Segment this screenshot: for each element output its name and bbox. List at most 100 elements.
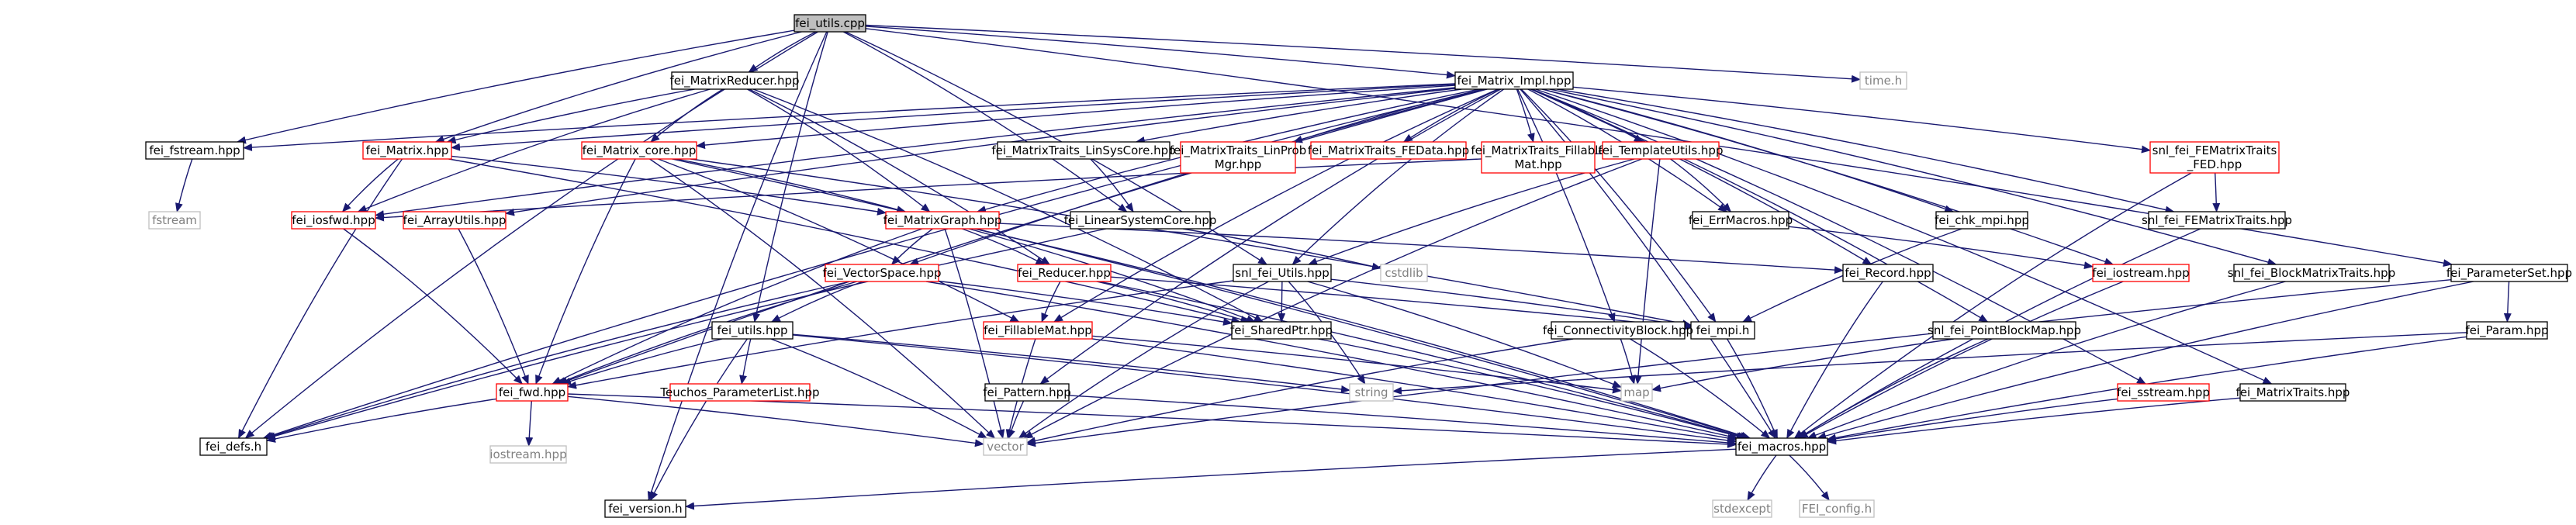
node-snl_fei_PointBlockMap_hpp[interactable]: snl_fei_PointBlockMap.hpp [1928,321,2081,340]
edge-fei_fwd_hpp-to-fei_defs_h [266,398,497,443]
node-fei_iosfwd_hpp[interactable]: fei_iosfwd.hpp [291,211,376,230]
node-label-string: string [1354,385,1388,399]
edge-fei_Matrix_Impl_hpp-to-fei_ArrayUtils_hpp [505,88,1456,216]
edge-fei_Matrix_core_hpp-to-fei_FillableMat_hpp [658,158,1020,323]
node-snl_fei_BlockMatrixTraits_hpp[interactable]: snl_fei_BlockMatrixTraits.hpp [2228,264,2395,282]
node-fei_VectorSpace_hpp[interactable]: fei_VectorSpace.hpp [822,264,942,282]
edge-fei_Matrix_Impl_hpp-to-fei_Record_hpp [1530,88,1872,265]
edge-fei_Matrix_Impl_hpp-to-fei_iosfwd_hpp [375,87,1456,219]
node-fei_mpi_h[interactable]: fei_mpi.h [1690,321,1755,340]
node-box-snl_fei_FEMatrixTraits_hpp [2148,211,2286,230]
node-fei_ErrMacros_hpp[interactable]: fei_ErrMacros.hpp [1689,211,1793,230]
node-box-fei_FillableMat_hpp [983,321,1093,340]
edge-fei_Reducer_hpp-to-fei_macros_hpp [1099,281,1748,440]
node-label-fei_Reducer_hpp: fei_Reducer.hpp [1018,266,1111,281]
node-label-snl_fei_PointBlockMap_hpp: snl_fei_PointBlockMap.hpp [1928,323,2081,338]
node-label-iostream_hpp: iostream.hpp [489,447,566,461]
node-Teuchos_ParameterList_hpp[interactable]: Teuchos_ParameterList.hpp [659,383,820,402]
node-fei_MatrixTraits_hpp[interactable]: fei_MatrixTraits.hpp [2236,383,2350,402]
node-fei_chk_mpi_hpp[interactable]: fei_chk_mpi.hpp [1935,211,2029,230]
node-label-fei_MatrixGraph_hpp: fei_MatrixGraph.hpp [883,213,1002,228]
node-box-fei_ArrayUtils_hpp [403,211,507,230]
node-fei_Param_hpp[interactable]: fei_Param.hpp [2465,321,2549,340]
edge-fei_Matrix_core_hpp-to-fei_MatrixGraph_hpp [676,158,907,213]
edge-fei_Matrix_Impl_hpp-to-fei_MatrixTraits_FEData_hpp [1402,88,1499,143]
node-fei_Reducer_hpp[interactable]: fei_Reducer.hpp [1017,264,1112,282]
edge-fei_MatrixReducer_hpp-to-fei_Matrix_core_hpp [650,88,724,143]
node-fei_defs_h[interactable]: fei_defs.h [199,437,268,456]
node-label-time_h: time.h [1865,74,1902,88]
node-label-snl_fei_FEMatrixTraits_FED_hpp: snl_fei_FEMatrixTraits_FED.hpp [2152,143,2277,172]
node-box-fei_MatrixReducer_hpp [671,71,798,90]
node-snl_fei_Utils_hpp[interactable]: snl_fei_Utils.hpp [1233,264,1332,282]
node-box-fei_iostream_hpp [2092,264,2190,282]
node-label-snl_fei_Utils_hpp: snl_fei_Utils.hpp [1235,266,1329,281]
node-label-Teuchos_ParameterList_hpp: Teuchos_ParameterList.hpp [659,385,819,400]
edge-snl_fei_PointBlockMap_hpp-to-map [1651,338,1954,392]
node-fei_Matrix_Impl_hpp[interactable]: fei_Matrix_Impl.hpp [1454,71,1574,90]
node-fei_iostream_hpp[interactable]: fei_iostream.hpp [2092,264,2190,282]
node-string: string [1349,383,1394,402]
edge-fei_macros_hpp-to-stdexcept [1747,454,1777,501]
node-fei_fwd_hpp[interactable]: fei_fwd.hpp [496,383,569,402]
node-fei_Matrix_hpp[interactable]: fei_Matrix.hpp [362,141,452,160]
node-fei_TemplateUtils_hpp[interactable]: fei_TemplateUtils.hpp [1599,141,1724,160]
edge-fei_Matrix_Impl_hpp-to-fei_MatrixTraits_LinSysCore_hpp [1135,88,1462,144]
node-box-fei_utils_hpp [711,321,794,340]
edge-fei_utils_cpp-to-fei_MatrixReducer_hpp [748,31,817,73]
node-fei_Matrix_core_hpp[interactable]: fei_Matrix_core.hpp [581,141,697,160]
node-box-fei_MatrixTraits_LinSysCore_hpp [997,141,1170,160]
node-FEI_config_h: FEI_config.h [1799,499,1875,518]
node-fei_macros_hpp[interactable]: fei_macros.hpp [1735,437,1828,456]
node-label-fei_TemplateUtils_hpp: fei_TemplateUtils.hpp [1599,143,1724,158]
edge-fei_MatrixGraph_hpp-to-fei_VectorSpace_hpp [890,228,933,265]
node-box-fei_Reducer_hpp [1017,264,1112,282]
node-fei_ArrayUtils_hpp[interactable]: fei_ArrayUtils.hpp [403,211,507,230]
node-vector: vector [983,437,1028,456]
node-fei_utils_hpp[interactable]: fei_utils.hpp [711,321,794,340]
node-fei_MatrixTraits_LinSysCore_hpp[interactable]: fei_MatrixTraits_LinSysCore.hpp [991,141,1176,160]
node-fei_LinearSystemCore_hpp[interactable]: fei_LinearSystemCore.hpp [1064,211,1217,230]
node-box-fei_version_h [604,499,686,518]
node-map: map [1620,383,1653,402]
node-box-fei_iosfwd_hpp [291,211,376,230]
node-fei_ConnectivityBlock_hpp[interactable]: fei_ConnectivityBlock.hpp [1543,321,1693,340]
node-label-stdexcept: stdexcept [1713,502,1771,516]
edge-fei_Matrix_Impl_hpp-to-fei_MatrixTraits_hpp [1535,88,2273,385]
node-fei_FillableMat_hpp[interactable]: fei_FillableMat.hpp [983,321,1093,340]
edge-fei_Matrix_Impl_hpp-to-snl_fei_FEMatrixTraits_hpp [1557,88,2175,214]
edge-snl_fei_FEMatrixTraits_FED_hpp-to-snl_fei_FEMatrixTraits_hpp [2212,172,2221,212]
edge-fei_TemplateUtils_hpp-to-fei_ErrMacros_hpp [1670,158,1732,212]
node-fei_Pattern_hpp[interactable]: fei_Pattern.hpp [983,383,1071,402]
node-fei_utils_cpp[interactable]: fei_utils.cpp [794,14,866,33]
edge-fei_Matrix_hpp-to-fei_defs_h [237,158,403,439]
edge-fei_Matrix_Impl_hpp-to-fei_fstream_hpp [243,83,1456,152]
edge-fei_Matrix_Impl_hpp-to-fei_MatrixTraits_FillableMat_hpp [1516,88,1535,143]
edge-fei_ParameterSet_hpp-to-vector [1026,279,2452,447]
node-label-fei_ArrayUtils_hpp: fei_ArrayUtils.hpp [403,213,507,228]
node-fei_version_h[interactable]: fei_version.h [604,499,686,518]
edge-fei_Reducer_hpp-to-fei_FillableMat_hpp [1041,281,1061,323]
node-fei_fstream_hpp[interactable]: fei_fstream.hpp [145,141,244,160]
edge-fei_LinearSystemCore_hpp-to-cstdlib [1182,228,1381,271]
node-snl_fei_FEMatrixTraits_FED_hpp[interactable]: snl_fei_FEMatrixTraits_FED.hpp [2149,141,2280,174]
node-fei_Record_hpp[interactable]: fei_Record.hpp [1842,264,1934,282]
node-fei_MatrixReducer_hpp[interactable]: fei_MatrixReducer.hpp [670,71,800,90]
node-fei_sstream_hpp[interactable]: fei_sstream.hpp [2117,383,2210,402]
node-fei_MatrixGraph_hpp[interactable]: fei_MatrixGraph.hpp [883,211,1002,230]
node-box-fei_mpi_h [1690,321,1755,340]
edge-snl_fei_Utils_hpp-to-vector [1018,281,1269,439]
node-box-fei_ParameterSet_hpp [2450,264,2568,282]
node-box-fei_sstream_hpp [2117,383,2210,402]
node-snl_fei_FEMatrixTraits_hpp[interactable]: snl_fei_FEMatrixTraits.hpp [2142,211,2292,230]
node-label-snl_fei_FEMatrixTraits_hpp: snl_fei_FEMatrixTraits.hpp [2142,213,2292,228]
node-box-FEI_config_h [1799,499,1875,518]
node-fei_SharedPtr_hpp[interactable]: fei_SharedPtr.hpp [1230,321,1333,340]
edge-fei_MatrixTraits_hpp-to-fei_macros_hpp [1827,397,2241,445]
node-fei_MatrixTraits_FEData_hpp[interactable]: fei_MatrixTraits_FEData.hpp [1308,141,1469,160]
node-fei_ParameterSet_hpp[interactable]: fei_ParameterSet.hpp [2446,264,2572,282]
node-box-time_h [1859,71,1907,90]
